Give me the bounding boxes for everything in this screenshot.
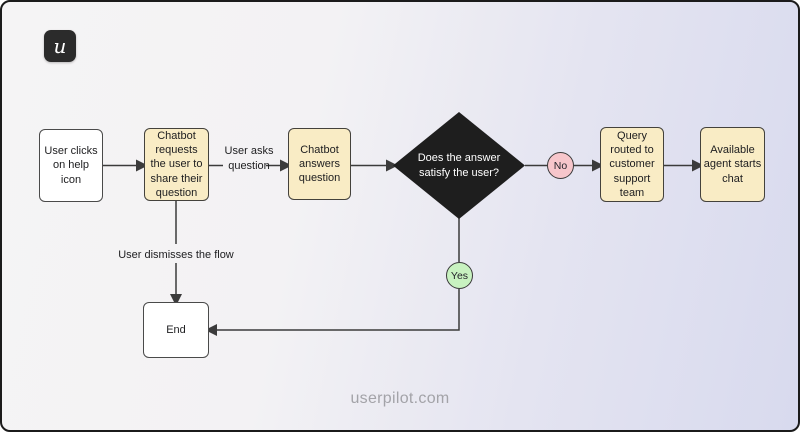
node-user-clicks-help: User clicks on help icon [39,129,103,202]
edge-label-user-dismisses-flow: User dismisses the flow [118,249,234,261]
userpilot-logo-icon: u [44,30,76,62]
decision-label: Does the answer satisfy the user? [417,151,501,179]
node-chatbot-requests-question: Chatbot requests the user to share their… [144,128,209,201]
node-query-routed-support: Query routed to customer support team [600,127,664,202]
node-end: End [143,302,209,358]
node-agent-starts-chat: Available agent starts chat [700,127,765,202]
userpilot-watermark: userpilot.com [350,390,450,407]
edge-badge-yes: Yes [446,262,473,289]
edge-label-user-asks-question: User asks question [224,145,274,172]
node-chatbot-answers-question: Chatbot answers question [288,128,351,200]
edge-badge-no: No [547,152,574,179]
